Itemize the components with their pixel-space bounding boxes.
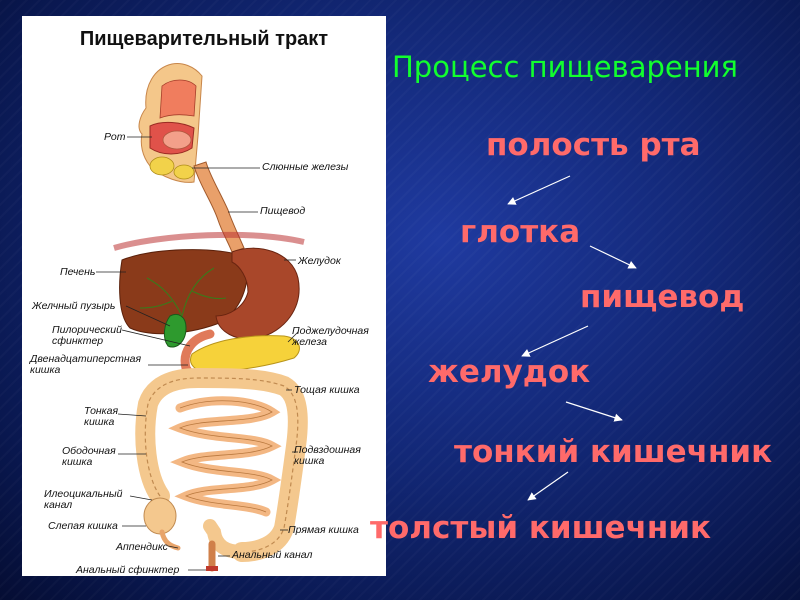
step-stomach: желудок [428,354,591,390]
step-pharynx: глотка [460,214,581,250]
anal-sphincter-mark [206,566,218,571]
label-appendix: Аппендикс [116,541,168,553]
label-pyloric-sphincter: Пилорический сфинктер [52,325,122,347]
arrow-3 [521,325,589,357]
label-cecum: Слепая кишка [48,520,118,532]
step-large-intestine: толстый кишечник [370,510,712,546]
liver-veins [139,267,227,317]
label-colon-line2: кишка [62,456,93,468]
tongue [162,130,192,150]
cecum-shape [143,497,177,535]
label-anal-canal: Анальный канал [232,549,313,561]
label-esophagus: Пищевод [260,205,306,217]
step-esophagus: пищевод [580,279,745,315]
label-ileocecal-canal: Илеоцикальный канал [44,489,122,511]
esophagus-tube [193,161,245,253]
label-ileum: Подвздошная кишка [294,445,361,467]
diaphragm [113,231,305,251]
leader-lines [96,136,299,571]
arrow-5 [527,471,569,501]
pancreas-shape [189,335,300,373]
label-ileocecal-line1: Илеоцикальный [44,488,123,500]
small-intestine-coils [168,396,282,517]
anatomy-panel: Пищеварительный тракт [22,16,386,576]
arrow-1 [507,175,571,205]
label-duodenum-line1: Двенадцатиперстная [30,353,142,365]
label-stomach: Желудок [298,255,341,267]
label-pancreas-line1: Поджелудочная [292,325,369,337]
label-duodenum: Двенадцатиперстная кишка [30,354,141,376]
label-rectum: Прямая кишка [288,524,359,536]
step-oral-cavity: полость рта [486,127,701,163]
salivary-gland-2 [173,164,195,180]
nasal-cavity [159,79,197,119]
colon-outline [144,377,299,553]
diagram-title: Пищеварительный тракт [79,28,329,50]
label-pyloric-line2: сфинктер [52,335,104,347]
label-small-intestine: Тонкая кишка [84,406,118,428]
label-mouth: Рот [104,131,126,143]
label-small-line1: Тонкая [84,405,119,417]
salivary-gland-1 [149,156,175,176]
label-small-line2: кишка [84,416,115,428]
label-colon: Ободочная кишка [62,446,116,468]
label-pancreas: Поджелудочная железа [292,326,369,348]
label-pancreas-line2: железа [292,336,327,348]
label-ileum-line1: Подвздошная [294,444,361,456]
arrow-2 [589,245,637,269]
step-small-intestine: тонкий кишечник [454,434,773,470]
process-heading: Процесс пищеварения [392,50,738,84]
label-colon-line1: Ободочная [62,445,116,457]
label-anal-sphincter: Анальный сфинктер [76,564,180,576]
rectum-tube [203,519,249,559]
label-gallbladder: Желчный пузырь [32,300,116,312]
small-intestine-lines [178,400,273,513]
label-jejunum: Тощая кишка [294,384,360,396]
label-liver: Печень [60,266,96,278]
label-ileocecal-line2: канал [44,499,73,511]
label-ileum-line2: кишка [294,455,325,467]
label-duodenum-line2: кишка [30,364,61,376]
arrow-4 [565,401,623,422]
label-pyloric-line1: Пилорический [52,324,122,336]
digestive-tract-illustration [96,63,308,572]
label-salivary-glands: Слюнные железы [262,161,349,173]
